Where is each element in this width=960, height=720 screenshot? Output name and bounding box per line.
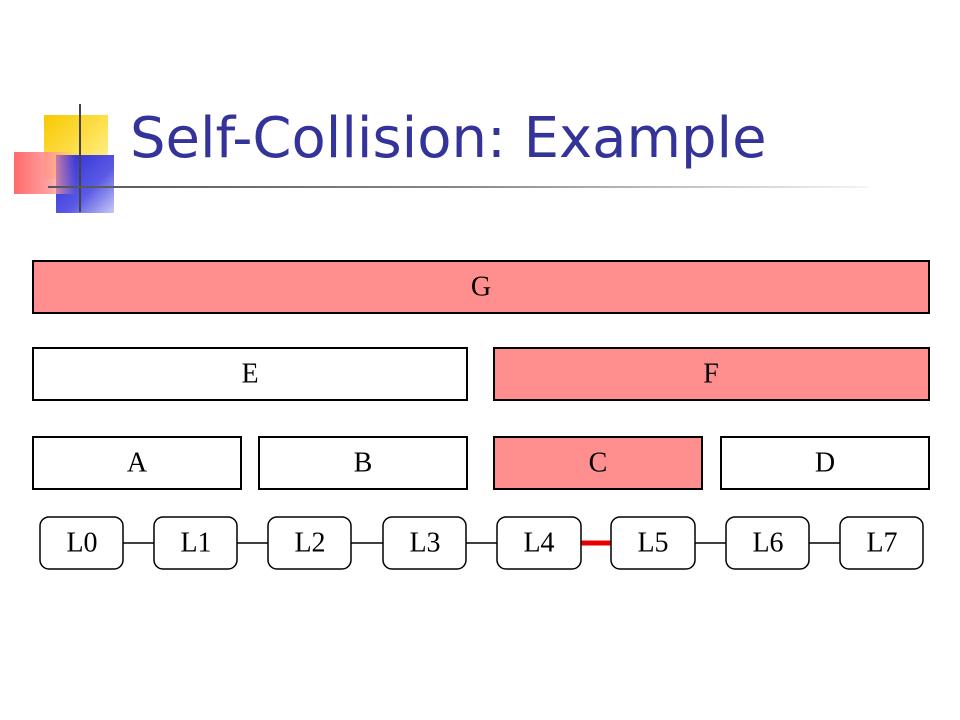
link-l6-box: [725, 516, 810, 570]
link-l6-label: L6: [752, 528, 783, 559]
link-l7: L7: [839, 516, 924, 570]
decor-vertical-line: [79, 104, 81, 212]
link-l0: L0: [39, 516, 124, 570]
link-l6: L6: [725, 516, 810, 570]
link-l2-label: L2: [294, 528, 325, 559]
node-b-box: [258, 436, 468, 490]
link-l0-label: L0: [66, 528, 97, 559]
node-a: A: [32, 436, 242, 490]
node-b-label: B: [354, 448, 373, 479]
link-l5: L5: [610, 516, 696, 570]
link-l4-box: [496, 516, 582, 570]
link-l3: L3: [382, 516, 467, 570]
link-l5-box: [610, 516, 696, 570]
link-l3-box: [382, 516, 467, 570]
link-l4-label: L4: [523, 528, 554, 559]
slide-title: Self-Collision: Example: [130, 106, 767, 171]
link-l4: L4: [496, 516, 582, 570]
node-c: C: [493, 436, 703, 490]
link-l7-box: [839, 516, 924, 570]
title-underline: [48, 186, 868, 188]
node-c-label: C: [589, 448, 608, 479]
node-e: E: [32, 347, 468, 401]
link-l2-box: [267, 516, 352, 570]
link-l5-label: L5: [637, 528, 668, 559]
node-a-label: A: [127, 448, 148, 479]
link-l1: L1: [153, 516, 238, 570]
node-g: G: [32, 260, 930, 314]
node-c-box: [493, 436, 703, 490]
link-l0-box: [39, 516, 124, 570]
link-l2: L2: [267, 516, 352, 570]
node-d: D: [720, 436, 930, 490]
node-e-label: E: [241, 359, 258, 390]
node-g-box: [32, 260, 930, 314]
node-d-label: D: [815, 448, 835, 479]
link-l3-label: L3: [409, 528, 440, 559]
link-l7-label: L7: [866, 528, 897, 559]
node-b: B: [258, 436, 468, 490]
link-l1-label: L1: [180, 528, 211, 559]
node-f-box: [493, 347, 930, 401]
link-l1-box: [153, 516, 238, 570]
node-g-label: G: [471, 272, 491, 303]
node-f-label: F: [703, 359, 719, 390]
node-f: F: [493, 347, 930, 401]
node-a-box: [32, 436, 242, 490]
node-e-box: [32, 347, 468, 401]
node-d-box: [720, 436, 930, 490]
